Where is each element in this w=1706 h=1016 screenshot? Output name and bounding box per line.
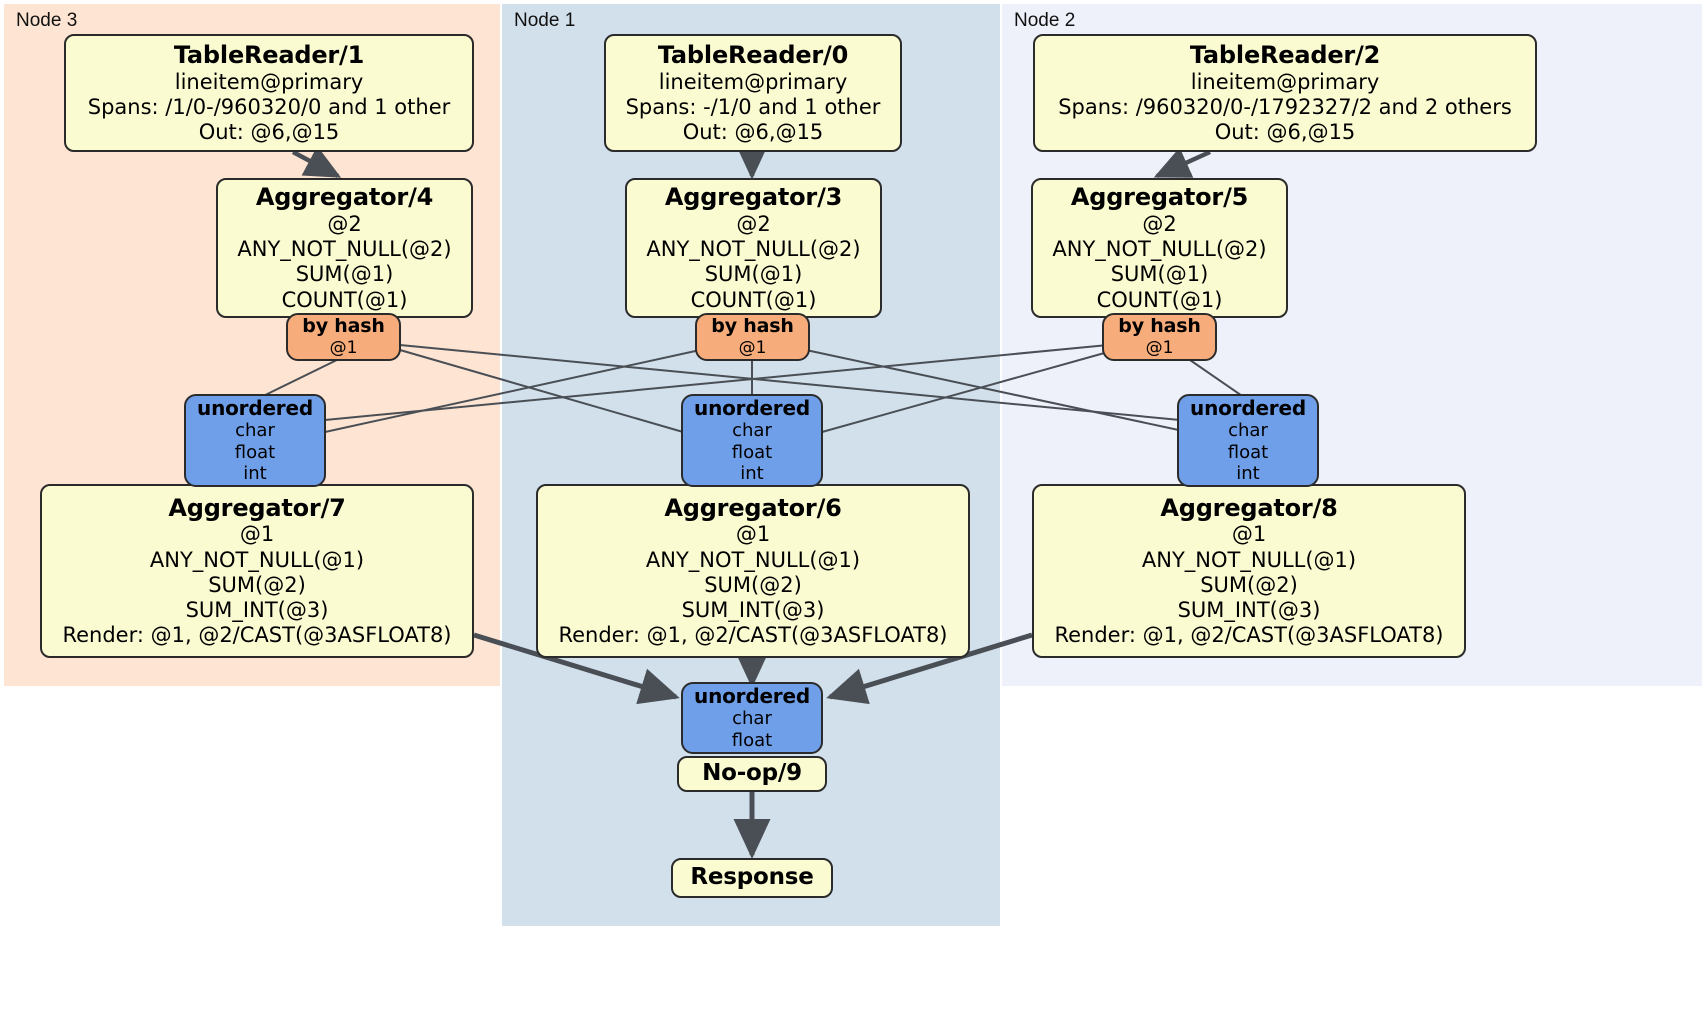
node-line: Render: @1, @2/CAST(@3ASFLOAT8) [558, 623, 948, 648]
node-by-hash-left[interactable]: by hash @1 [286, 313, 401, 361]
node-line: SUM_INT(@3) [681, 597, 825, 622]
node-line: char [235, 420, 275, 442]
node-line: @1 [1231, 522, 1267, 547]
node-line: int [1236, 463, 1260, 485]
node-line: COUNT(@1) [1096, 287, 1223, 312]
node-title: Aggregator/7 [168, 493, 346, 522]
node-aggregator-8[interactable]: Aggregator/8 @1 ANY_NOT_NULL(@1) SUM(@2)… [1032, 484, 1466, 658]
node-line: float [731, 730, 773, 751]
node-title: unordered [197, 396, 313, 421]
node-line: ANY_NOT_NULL(@2) [1052, 237, 1267, 262]
node-unordered-mid[interactable]: unordered char float int [681, 394, 823, 487]
node-title: No-op/9 [702, 760, 802, 787]
node-title: by hash [302, 315, 385, 338]
node-title: Aggregator/6 [664, 493, 842, 522]
node-line: Render: @1, @2/CAST(@3ASFLOAT8) [62, 623, 452, 648]
node-line: lineitem@primary [658, 69, 848, 94]
node-line: float [731, 441, 773, 463]
node-line: @1 [239, 522, 275, 547]
node-title: unordered [694, 396, 810, 421]
node-line: ANY_NOT_NULL(@1) [149, 547, 365, 572]
node-line: char [732, 708, 772, 730]
node-title: TableReader/1 [173, 40, 365, 69]
node-line: Spans: -/1/0 and 1 other [625, 94, 881, 119]
node-title: Response [690, 864, 814, 891]
node-title: TableReader/2 [1189, 40, 1381, 69]
region-node-1-label: Node 1 [514, 10, 576, 31]
node-aggregator-4[interactable]: Aggregator/4 @2 ANY_NOT_NULL(@2) SUM(@1)… [216, 178, 473, 318]
region-node-2-label: Node 2 [1014, 10, 1076, 31]
node-line: int [740, 463, 764, 485]
node-line: Out: @6,@15 [1214, 119, 1356, 144]
node-line: SUM(@2) [704, 572, 802, 597]
node-title: unordered [1190, 396, 1306, 421]
node-title: by hash [1118, 315, 1201, 338]
node-line: @2 [327, 212, 362, 237]
node-title: Aggregator/4 [255, 183, 434, 212]
region-node-3-label: Node 3 [16, 10, 78, 31]
node-line: COUNT(@1) [690, 287, 817, 312]
node-title: by hash [711, 315, 794, 338]
node-unordered-final[interactable]: unordered char float [681, 682, 823, 754]
node-line: Out: @6,@15 [682, 119, 824, 144]
node-line: @2 [736, 212, 771, 237]
node-noop-9[interactable]: No-op/9 [677, 756, 827, 792]
node-by-hash-right[interactable]: by hash @1 [1102, 313, 1217, 361]
node-aggregator-3[interactable]: Aggregator/3 @2 ANY_NOT_NULL(@2) SUM(@1)… [625, 178, 882, 318]
node-title: Aggregator/8 [1160, 493, 1338, 522]
node-line: float [234, 441, 276, 463]
node-line: Spans: /1/0-/960320/0 and 1 other [87, 94, 451, 119]
node-line: SUM_INT(@3) [1177, 597, 1321, 622]
node-line: int [243, 463, 267, 485]
node-line: ANY_NOT_NULL(@2) [237, 237, 452, 262]
node-response[interactable]: Response [671, 858, 833, 898]
node-line: SUM(@2) [208, 572, 306, 597]
node-line: @1 [735, 522, 771, 547]
node-line: SUM_INT(@3) [185, 597, 329, 622]
node-line: float [1227, 441, 1269, 463]
node-line: char [1228, 420, 1268, 442]
node-title: unordered [694, 684, 810, 709]
node-line: lineitem@primary [1190, 69, 1380, 94]
node-line: Spans: /960320/0-/1792327/2 and 2 others [1058, 94, 1512, 119]
node-line: SUM(@1) [1110, 262, 1209, 287]
node-line: SUM(@1) [295, 262, 394, 287]
node-table-reader-2[interactable]: TableReader/2 lineitem@primary Spans: /9… [1033, 34, 1537, 152]
node-line: @2 [1142, 212, 1177, 237]
node-line: Render: @1, @2/CAST(@3ASFLOAT8) [1054, 623, 1444, 648]
node-line: ANY_NOT_NULL(@1) [1141, 547, 1357, 572]
node-line: COUNT(@1) [281, 287, 408, 312]
node-line: @1 [1145, 338, 1174, 359]
node-title: Aggregator/3 [664, 183, 843, 212]
node-line: @1 [738, 338, 767, 359]
node-line: SUM(@1) [704, 262, 803, 287]
node-table-reader-1[interactable]: TableReader/1 lineitem@primary Spans: /1… [64, 34, 474, 152]
node-line: char [732, 420, 772, 442]
node-line: ANY_NOT_NULL(@2) [646, 237, 861, 262]
node-aggregator-5[interactable]: Aggregator/5 @2 ANY_NOT_NULL(@2) SUM(@1)… [1031, 178, 1288, 318]
node-line: @1 [329, 338, 358, 359]
node-unordered-left[interactable]: unordered char float int [184, 394, 326, 487]
node-title: Aggregator/5 [1070, 183, 1249, 212]
node-unordered-right[interactable]: unordered char float int [1177, 394, 1319, 487]
node-line: ANY_NOT_NULL(@1) [645, 547, 861, 572]
node-line: SUM(@2) [1200, 572, 1298, 597]
node-line: lineitem@primary [174, 69, 364, 94]
node-table-reader-0[interactable]: TableReader/0 lineitem@primary Spans: -/… [604, 34, 902, 152]
node-line: Out: @6,@15 [198, 119, 340, 144]
node-by-hash-mid[interactable]: by hash @1 [695, 313, 810, 361]
node-title: TableReader/0 [657, 40, 849, 69]
node-aggregator-7[interactable]: Aggregator/7 @1 ANY_NOT_NULL(@1) SUM(@2)… [40, 484, 474, 658]
node-aggregator-6[interactable]: Aggregator/6 @1 ANY_NOT_NULL(@1) SUM(@2)… [536, 484, 970, 658]
